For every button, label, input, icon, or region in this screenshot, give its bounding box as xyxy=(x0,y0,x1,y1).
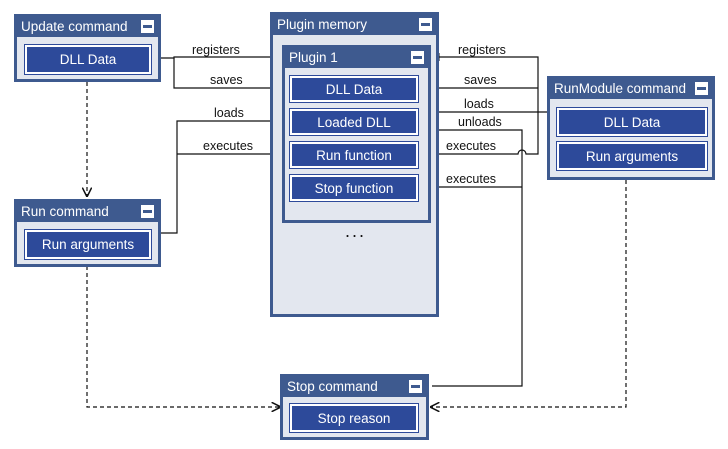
label-right-executes-stop: executes xyxy=(446,172,497,186)
runmodule-run-arguments: Run arguments xyxy=(556,141,708,171)
edge-left-saves xyxy=(173,58,286,93)
update-dll-data: DLL Data xyxy=(24,44,152,75)
plugin-1-header: Plugin 1 xyxy=(285,48,428,68)
label-left-executes: executes xyxy=(203,139,254,153)
label-left-registers: registers xyxy=(192,43,240,57)
update-command-panel: Update command DLL Data xyxy=(14,14,161,82)
label-left-saves: saves xyxy=(210,73,243,87)
plugin-memory-header: Plugin memory xyxy=(273,15,436,35)
run-command-title: Run command xyxy=(21,204,109,219)
stop-command-header: Stop command xyxy=(283,377,426,397)
minus-box-icon[interactable] xyxy=(419,18,432,31)
edge-left-registers xyxy=(159,56,289,75)
minus-box-icon[interactable] xyxy=(141,20,154,33)
plugin-1-panel: Plugin 1 DLL Data Loaded DLL Run functio… xyxy=(282,45,431,223)
runmodule-dll-data: DLL Data xyxy=(556,107,708,137)
runmodule-command-panel: RunModule command DLL Data Run arguments xyxy=(547,76,715,180)
edge-right-unloads xyxy=(422,125,523,387)
plugin-loaded-dll: Loaded DLL xyxy=(289,108,419,136)
plugin-run-function: Run function xyxy=(289,141,419,169)
runmodule-command-header: RunModule command xyxy=(550,79,712,99)
stop-reason: Stop reason xyxy=(289,403,419,433)
label-right-executes-run: executes xyxy=(446,139,497,153)
edge-right-executes-run xyxy=(422,120,539,159)
plugin-memory-title: Plugin memory xyxy=(277,17,368,32)
label-left-loads: loads xyxy=(214,106,244,120)
stop-command-title: Stop command xyxy=(287,379,378,394)
runmodule-command-title: RunModule command xyxy=(554,81,687,96)
run-command-panel: Run command Run arguments xyxy=(14,199,161,267)
edge-left-loads xyxy=(159,116,286,234)
plugin-memory-panel: Plugin memory Plugin 1 DLL Data Loaded D… xyxy=(270,12,439,317)
minus-box-icon[interactable] xyxy=(695,82,708,95)
more-plugins-ellipsis: ... xyxy=(345,221,367,241)
plugin-dll-data: DLL Data xyxy=(289,75,419,103)
label-right-saves: saves xyxy=(464,73,497,87)
run-command-header: Run command xyxy=(17,202,158,222)
label-right-registers: registers xyxy=(458,43,506,57)
minus-box-icon[interactable] xyxy=(141,205,154,218)
minus-box-icon[interactable] xyxy=(411,51,424,64)
stop-command-panel: Stop command Stop reason xyxy=(280,374,429,440)
update-command-title: Update command xyxy=(21,19,128,34)
label-right-unloads: unloads xyxy=(458,115,502,129)
edge-right-registers xyxy=(431,52,539,120)
label-right-loads: loads xyxy=(464,97,494,111)
update-command-header: Update command xyxy=(17,17,158,37)
minus-box-icon[interactable] xyxy=(409,380,422,393)
plugin-1-title: Plugin 1 xyxy=(289,50,338,65)
edge-run-to-stop xyxy=(86,266,280,407)
plugin-stop-function: Stop function xyxy=(289,174,419,202)
run-arguments: Run arguments xyxy=(24,229,152,260)
edge-runmodule-to-stop xyxy=(431,180,627,407)
